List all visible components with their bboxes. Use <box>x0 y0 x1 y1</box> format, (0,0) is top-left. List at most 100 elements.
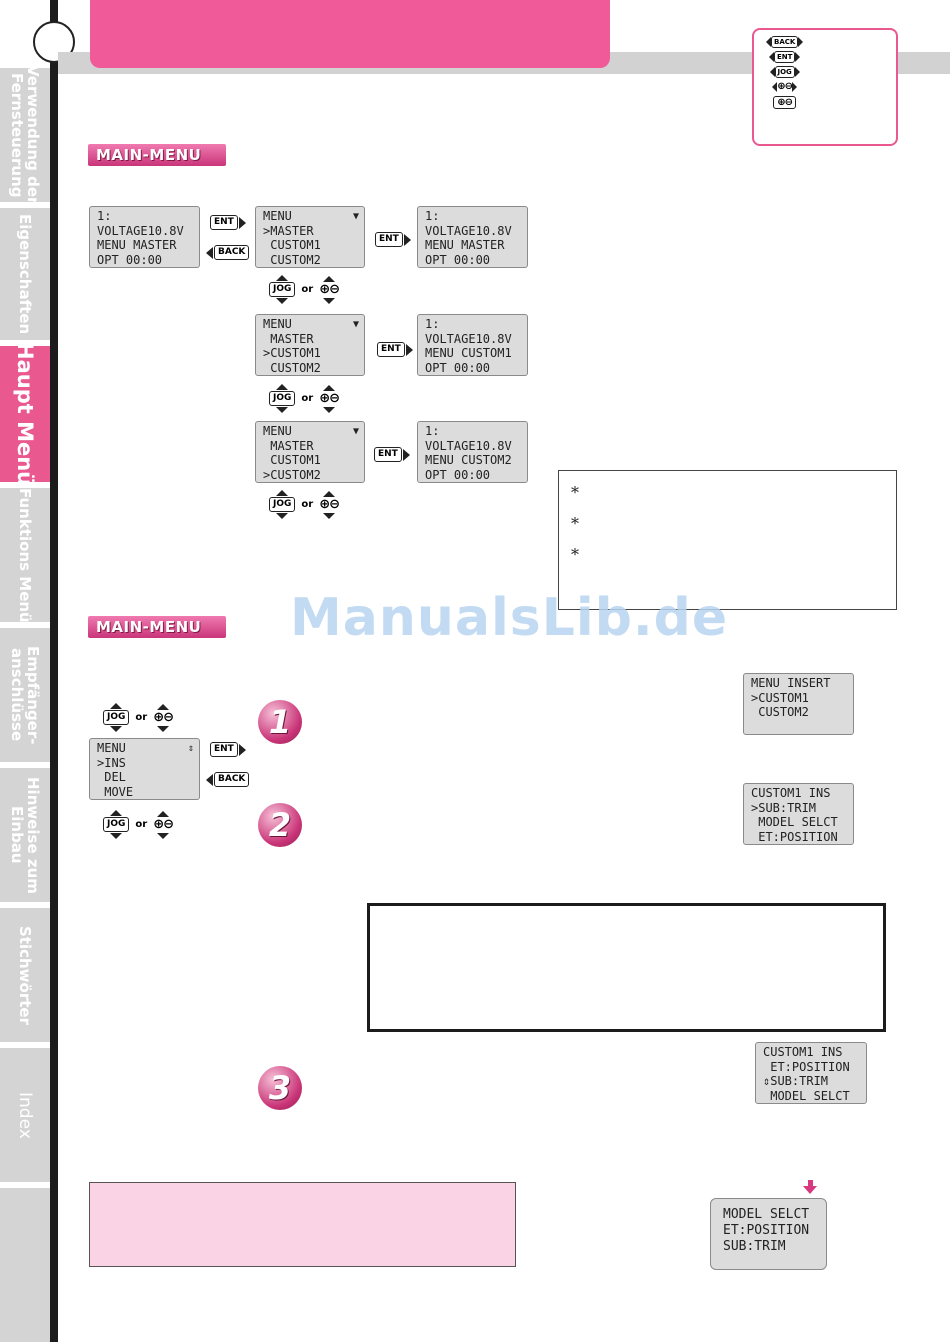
lcd-menu-master: ▼ MENU >MASTER CUSTOM1 CUSTOM2 <box>255 206 365 268</box>
lcd-line: MODEL SELCT <box>751 815 838 829</box>
tab-eigenschaften[interactable]: Eigenschaften <box>0 208 50 346</box>
ent-key[interactable]: ENT <box>210 215 246 230</box>
jog-dial-icon[interactable]: JOG <box>269 384 296 413</box>
lcd-line: CUSTOM2 <box>751 705 809 719</box>
ent-key-icon: ENT <box>768 51 801 63</box>
lcd-line: MOVE <box>97 784 134 799</box>
jog-key-icon: JOG <box>769 66 800 78</box>
lcd-line: >MASTER <box>263 223 314 238</box>
jog-or-plusminus: JOG or ⊕⊖ <box>269 384 340 413</box>
lcd-line: >CUSTOM1 <box>751 690 809 705</box>
jog-dial-icon[interactable]: JOG <box>269 490 296 519</box>
scroll-down-icon: ▼ <box>352 426 359 437</box>
lcd-line: VOLTAGE10.8V <box>425 438 512 453</box>
lcd-line: MODEL SELCT <box>723 1207 810 1222</box>
hint-box <box>89 1182 516 1267</box>
arrow-left-icon <box>206 773 213 786</box>
key-cap: ENT <box>377 342 405 357</box>
plus-minus-glyph: ⊕⊖ <box>153 709 174 725</box>
lcd-line: 1: <box>425 317 440 331</box>
arrow-right-icon <box>238 743 246 756</box>
lcd-menu-custom2: ▼ MENU MASTER CUSTOM1 >CUSTOM2 <box>255 421 365 483</box>
jog-dial-icon[interactable]: JOG <box>103 703 130 732</box>
ent-key[interactable]: ENT <box>375 232 411 247</box>
down-arrow-icon <box>803 1180 817 1194</box>
tab-funktions-menu[interactable]: Funktions Menü <box>0 488 50 628</box>
note-bullet: * <box>571 483 579 502</box>
lcd-line: MODEL SELCT <box>763 1088 850 1103</box>
lcd-line: MENU <box>263 209 292 223</box>
lcd-line: MENU <box>263 317 292 331</box>
tab-empfaenger[interactable]: Empfänger- anschlüsse <box>0 628 50 768</box>
jog-dial-icon[interactable]: JOG <box>269 275 296 304</box>
watermark: ManualsLib.de <box>290 588 729 648</box>
lcd-home-screen: 1: VOLTAGE10.8V MENU MASTER OPT 00:00 <box>89 206 200 268</box>
lcd-custom1-ins-b: CUSTOM1 INS ET:POSITION ⇕SUB:TRIM MODEL … <box>755 1042 867 1104</box>
ent-key[interactable]: ENT <box>210 742 246 757</box>
or-label: or <box>301 284 314 295</box>
back-key-icon: BACK <box>766 36 804 48</box>
key-legend: BACK ENT JOG ⊕⊖ ⊕⊖ <box>752 28 898 146</box>
tab-hinweise[interactable]: Hinweise zum Einbau <box>0 768 50 908</box>
scroll-down-icon: ▼ <box>352 319 359 330</box>
lcd-line: CUSTOM2 <box>263 360 321 375</box>
tab-index[interactable]: Index <box>0 1048 50 1188</box>
jog-or-plusminus: JOG or ⊕⊖ <box>269 490 340 519</box>
plus-minus-icon[interactable]: ⊕⊖ <box>153 703 174 732</box>
lcd-line: >INS <box>97 755 126 770</box>
scroll-down-icon: ▼ <box>352 211 359 222</box>
step-number-1: 1 <box>258 700 302 744</box>
tab-stichwoerter[interactable]: Stichwörter <box>0 908 50 1048</box>
tab-verwendung[interactable]: Verwendung der Fernsteuerung <box>0 68 50 208</box>
lcd-line: 1: <box>97 209 112 223</box>
tab-haupt-menu[interactable]: Haupt Menü <box>0 346 50 488</box>
lcd-line: 1: <box>425 209 440 223</box>
plus-minus-glyph: ⊕⊖ <box>319 496 340 512</box>
plus-minus-icon[interactable]: ⊕⊖ <box>319 275 340 304</box>
key-cap: BACK <box>214 772 250 787</box>
tab-blank <box>0 1188 50 1342</box>
tab-label: Empfänger- anschlüsse <box>8 645 42 745</box>
jog-or-plusminus: JOG or ⊕⊖ <box>103 810 174 839</box>
key-cap: JOG <box>269 282 296 297</box>
arrow-right-icon <box>402 448 410 461</box>
ent-key[interactable]: ENT <box>377 342 413 357</box>
plus-minus-icon[interactable]: ⊕⊖ <box>319 490 340 519</box>
plus-minus-glyph: ⊕⊖ <box>319 390 340 406</box>
tab-label: Haupt Menü <box>13 346 37 487</box>
lcd-line: CUSTOM1 INS <box>751 786 831 800</box>
main-menu-badge-1: MAIN-MENU <box>88 144 226 166</box>
tab-label: Eigenschaften <box>16 213 34 335</box>
jog-dial-icon[interactable]: JOG <box>103 810 130 839</box>
arrow-left-icon <box>206 246 213 259</box>
lcd-line: VOLTAGE10.8V <box>425 331 512 346</box>
lcd-line: MENU <box>97 741 126 755</box>
lcd-line: MENU INSERT <box>751 676 831 690</box>
ent-key[interactable]: ENT <box>374 447 410 462</box>
lcd-line: VOLTAGE10.8V <box>425 223 512 238</box>
plus-minus-icon[interactable]: ⊕⊖ <box>319 384 340 413</box>
lcd-line: >CUSTOM1 <box>263 346 321 360</box>
back-key[interactable]: BACK <box>206 245 250 260</box>
plus-minus-icon[interactable]: ⊕⊖ <box>153 810 174 839</box>
note-bullet: * <box>571 514 579 533</box>
key-cap: BACK <box>214 245 250 260</box>
back-key[interactable]: BACK <box>206 772 250 787</box>
lcd-line: MENU MASTER <box>425 238 505 252</box>
lcd-line: OPT 00:00 <box>97 252 163 267</box>
main-menu-badge-2: MAIN-MENU <box>88 616 226 638</box>
or-label: or <box>301 393 314 404</box>
lcd-line: MENU CUSTOM2 <box>425 453 512 467</box>
plus-minus-glyph: ⊕⊖ <box>319 281 340 297</box>
lcd-menu-insert: MENU INSERT >CUSTOM1 CUSTOM2 <box>743 673 854 735</box>
key-cap: JOG <box>269 391 296 406</box>
lcd-line: ET:POSITION <box>751 829 838 844</box>
lcd-line: CUSTOM1 <box>263 453 321 467</box>
lcd-custom1-ins-a: CUSTOM1 INS >SUB:TRIM MODEL SELCT ET:POS… <box>743 783 854 845</box>
or-label: or <box>135 712 148 723</box>
step-number-2: 2 <box>258 803 302 847</box>
lcd-menu-ins: ⇕ MENU >INS DEL MOVE <box>89 738 200 800</box>
arrow-right-icon <box>238 216 246 229</box>
lcd-line: SUB:TRIM <box>723 1239 786 1254</box>
key-cap: JOG <box>103 710 130 725</box>
